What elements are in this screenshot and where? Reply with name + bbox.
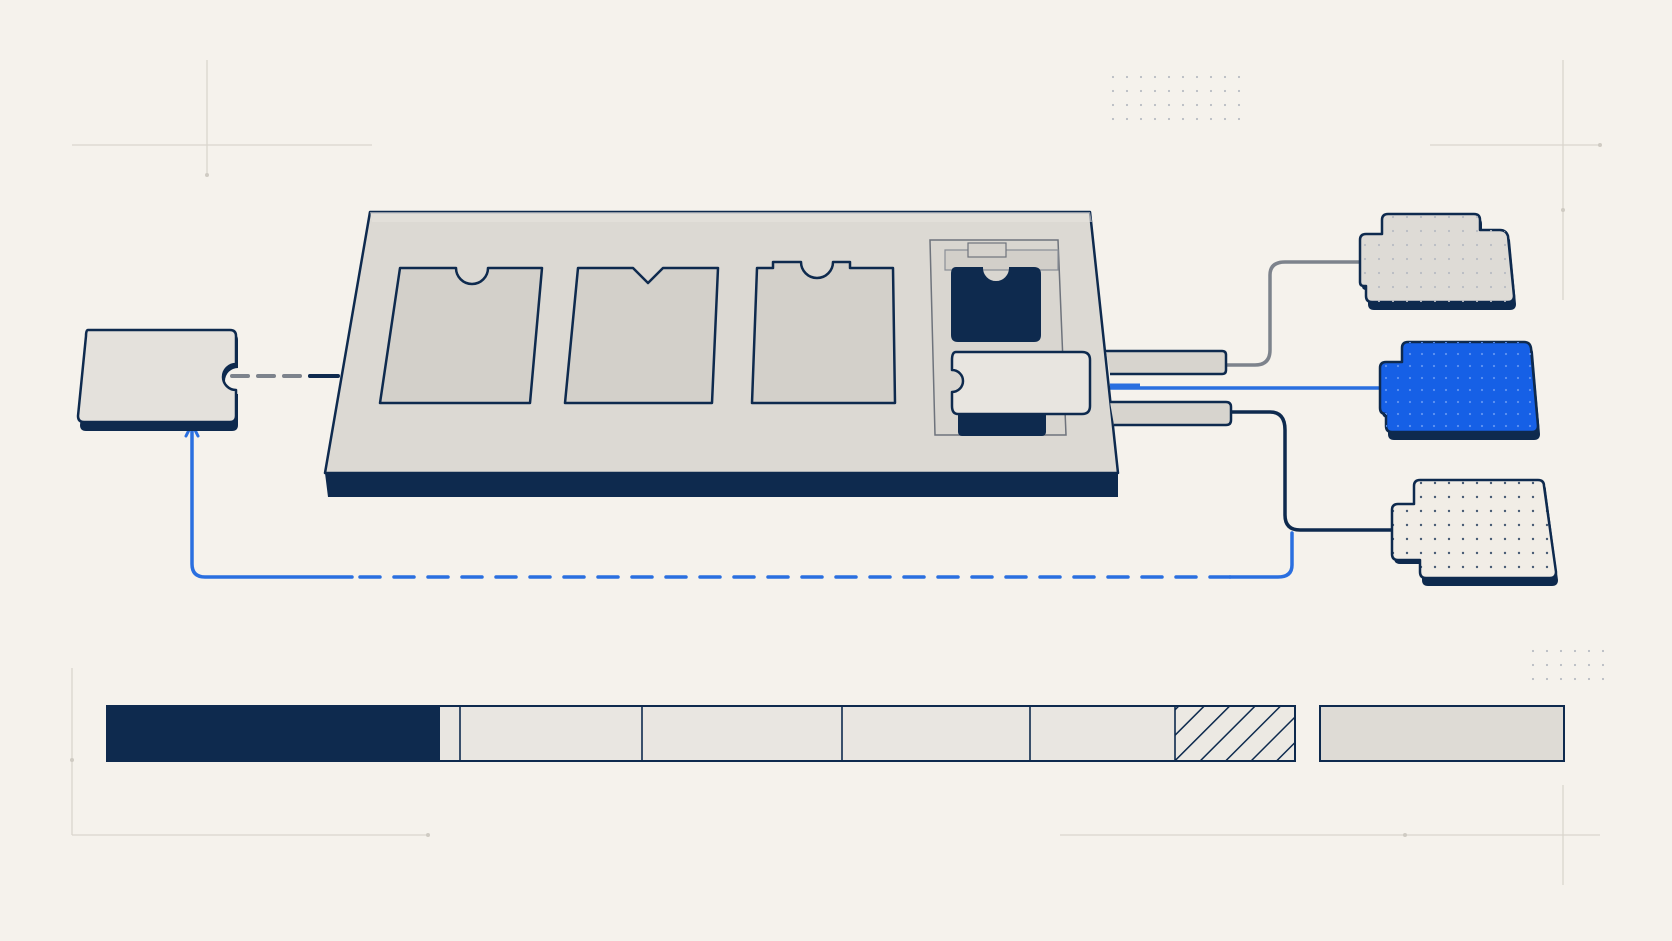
progress-bar-hatched-segment xyxy=(1175,707,1294,760)
guide-lines xyxy=(70,60,1602,885)
dot-grid-top xyxy=(1105,75,1245,131)
module-bay xyxy=(929,239,1092,436)
cartridge xyxy=(950,350,1092,416)
slot-1 xyxy=(378,266,544,405)
slot-3 xyxy=(750,260,897,405)
left-card xyxy=(76,328,238,431)
connector-bottom-navy xyxy=(1228,410,1397,532)
progress-end-block xyxy=(1319,705,1565,762)
connector-lines xyxy=(184,260,1397,579)
right-middle-card xyxy=(1378,340,1540,440)
right-top-card xyxy=(1358,212,1516,310)
dark-chip xyxy=(951,267,1041,342)
main-board xyxy=(323,210,1233,497)
dot-grid-bottom-right xyxy=(1520,640,1604,684)
progress-bar-fill xyxy=(107,706,440,761)
connector-return-solid xyxy=(1228,531,1294,579)
progress-bar xyxy=(106,705,1296,762)
output-ports xyxy=(1106,349,1233,427)
right-bottom-card xyxy=(1390,478,1558,586)
connector-top-grey xyxy=(1220,260,1362,367)
slot-2 xyxy=(563,266,720,405)
